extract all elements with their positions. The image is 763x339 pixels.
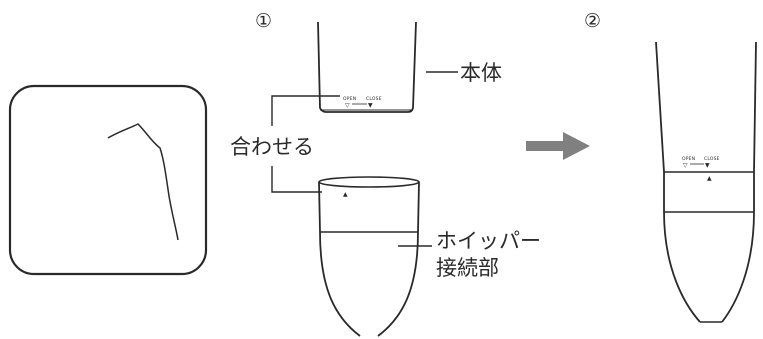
assembled-bowl-left [663, 211, 701, 323]
whipper-label-line1: ホイッパー [436, 229, 541, 253]
whipper-attachment: ▲ [318, 176, 420, 337]
attachment-bowl-left [319, 231, 361, 337]
inset-frame [8, 84, 208, 276]
assembled-attachment-triangle: ▲ [707, 175, 712, 182]
close-triangle: ▼ [368, 102, 373, 109]
body-label: 本体 [460, 61, 502, 85]
assembled-open-triangle: ▽ [683, 162, 688, 169]
step-2-marker: ② [584, 10, 601, 32]
open-triangle: ▽ [345, 102, 350, 109]
assembled-open-label: OPEN [682, 156, 695, 162]
assembled-close-triangle: ▼ [705, 162, 710, 169]
attachment-triangle: ▲ [343, 191, 348, 198]
attachment-left-wall [318, 181, 321, 233]
attachment-rim [318, 176, 420, 188]
assembled-close-label: CLOSE [704, 156, 720, 162]
inset-squiggle [107, 123, 179, 241]
main-body: OPEN CLOSE ▽ ▼ [317, 21, 417, 113]
align-bracket-bottom [271, 166, 322, 193]
align-bracket-top [271, 95, 340, 126]
assembled-unit: OPEN CLOSE ▽ ▼ ▲ [655, 41, 757, 323]
assembled-bowl-right [721, 211, 755, 323]
step-1-marker: ① [255, 10, 272, 32]
attachment-right-wall [417, 181, 420, 233]
open-label: OPEN [343, 96, 356, 102]
arrow-right-icon [526, 132, 590, 160]
align-label: 合わせる [230, 135, 314, 159]
whipper-label-line2: 接続部 [436, 256, 499, 280]
close-label: CLOSE [366, 96, 382, 102]
attachment-bowl-right [377, 231, 419, 337]
assembled-body-right [753, 41, 757, 173]
assembled-body-left [655, 41, 665, 173]
